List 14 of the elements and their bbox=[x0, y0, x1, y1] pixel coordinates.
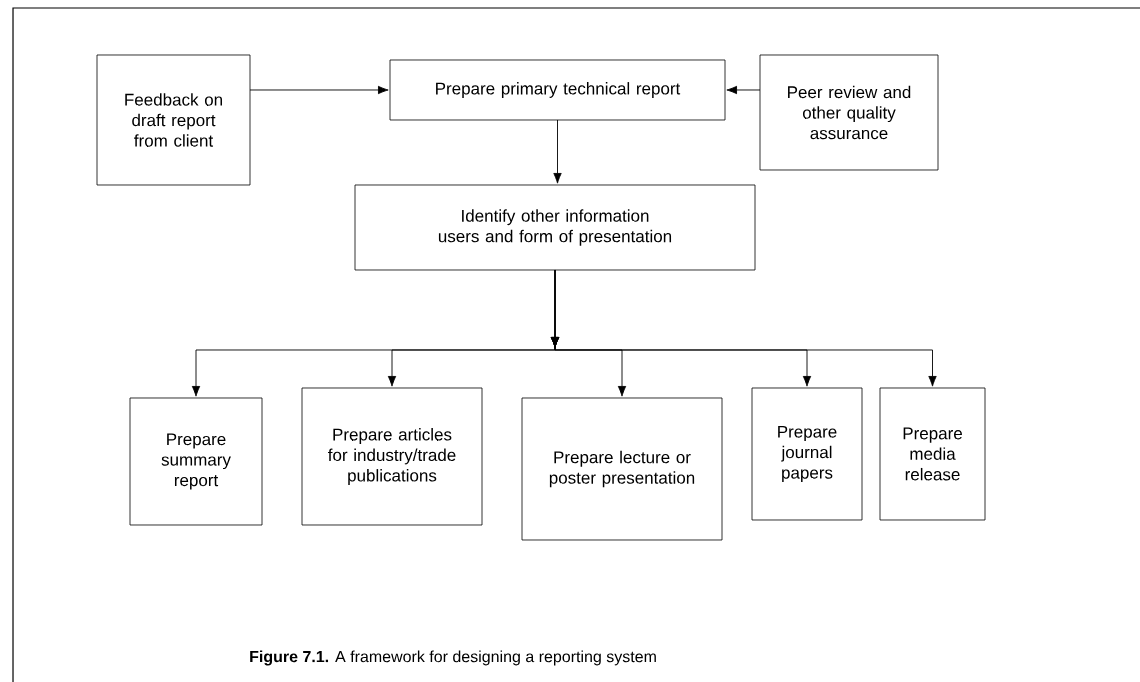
arrow bbox=[553, 119, 562, 184]
process-box: Prepare lecture or poster presentation bbox=[521, 397, 723, 541]
process-box: Prepare journal papers bbox=[751, 387, 863, 521]
caption: Figure 7.1. A framework for designing a reporting system bbox=[250, 650, 656, 666]
arrow bbox=[726, 85, 761, 95]
process-box: Identify other information users and form of presentation bbox=[354, 184, 756, 271]
arrow bbox=[550, 269, 937, 387]
process-box: Prepare media release bbox=[879, 387, 986, 521]
process-box: Prepare summary report bbox=[129, 397, 263, 526]
process-box: Feedback on draft report from client bbox=[96, 54, 251, 186]
arrow bbox=[249, 85, 389, 95]
process-box: Peer review and other quality assurance bbox=[759, 54, 939, 171]
process-box: Prepare primary technical report bbox=[389, 59, 726, 121]
process-box: Prepare articles for industry/trade publications bbox=[301, 387, 483, 526]
